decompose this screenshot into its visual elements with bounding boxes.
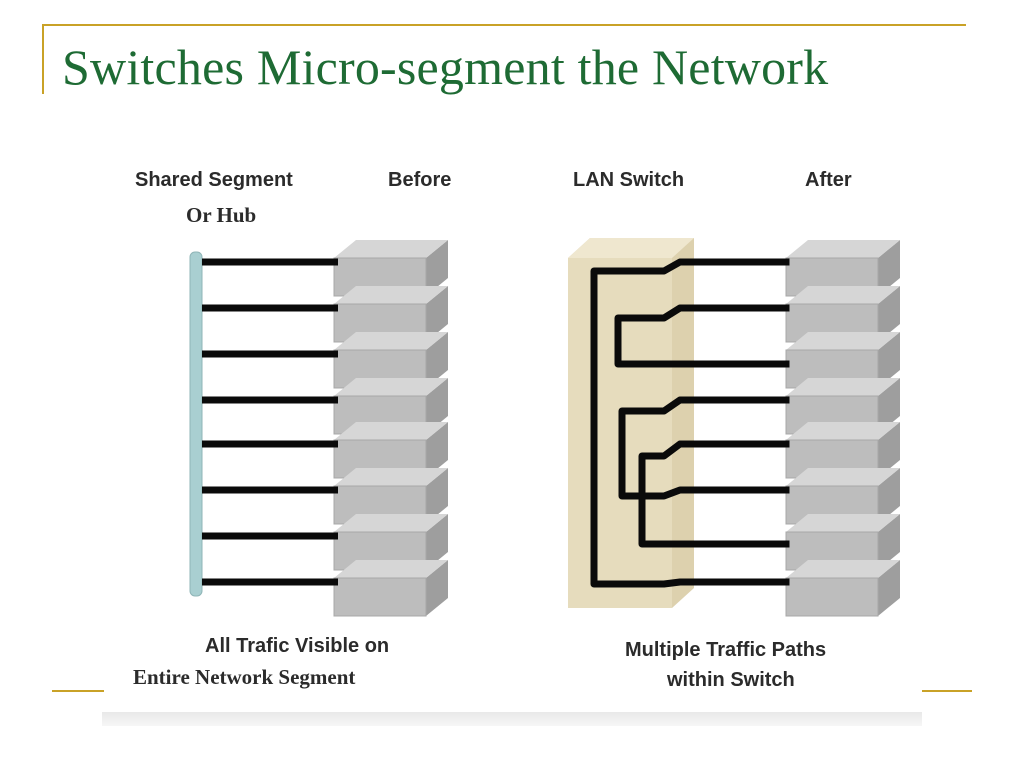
left-caption-line1: All Trafic Visible on (205, 635, 389, 657)
right-caption-line1: Multiple Traffic Paths (625, 639, 826, 661)
shared-segment-label: Shared Segment (135, 169, 293, 191)
footer-rule-left (52, 690, 104, 692)
footer-rule-right (922, 690, 972, 692)
right-host-8 (785, 560, 900, 617)
left-rule (42, 24, 44, 94)
left-caption-line2: Entire Network Segment (133, 665, 355, 689)
lan-switch-label: LAN Switch (573, 169, 684, 191)
or-hub-label: Or Hub (186, 203, 256, 227)
slide-title: Switches Micro-segment the Network (62, 39, 829, 95)
right-host-stack (785, 240, 900, 617)
left-host-stack (333, 240, 448, 617)
switch-traffic-paths (590, 258, 790, 588)
hub-bar (189, 251, 203, 597)
left-host-8 (333, 560, 448, 617)
after-label: After (805, 169, 852, 191)
right-caption-line2: within Switch (666, 669, 795, 691)
right-host-3 (785, 332, 900, 389)
before-label: Before (388, 169, 451, 191)
top-rule (42, 24, 966, 26)
figure-shadow (102, 712, 922, 726)
hub-links (202, 258, 338, 586)
lan-switch-box (568, 238, 694, 608)
right-host-5 (785, 422, 900, 479)
